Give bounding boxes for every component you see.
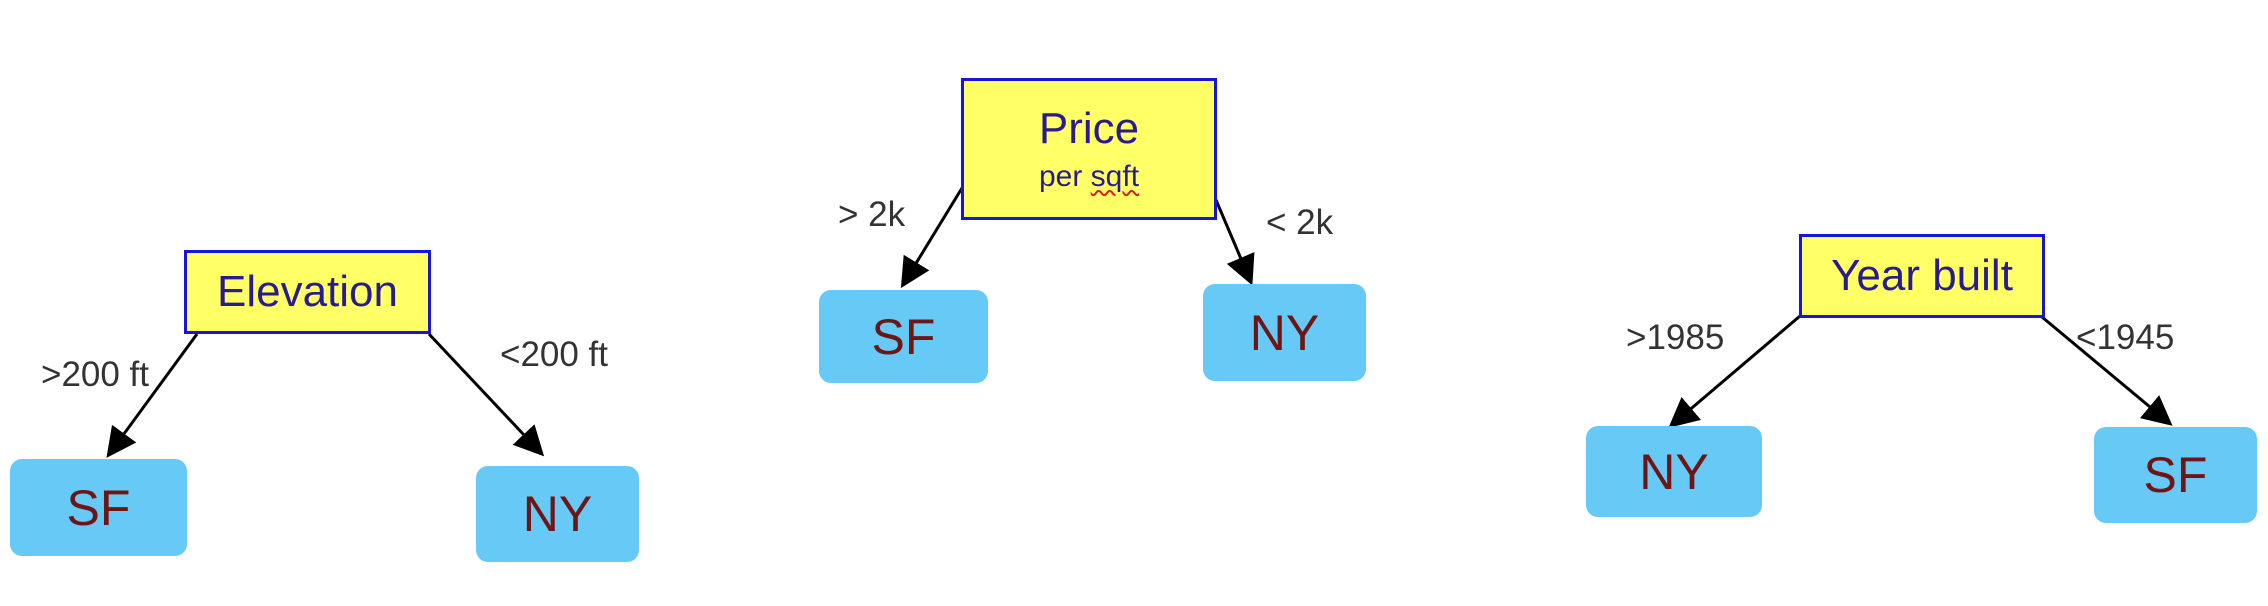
branch-condition-label: <200 ft — [500, 335, 609, 374]
edge-price-to-ny — [1214, 199, 1255, 286]
leaf-node-sf: SF — [10, 459, 187, 556]
branch-condition-label: <1945 — [2076, 318, 2175, 357]
sublabel-prefix: per — [1038, 159, 1091, 193]
decision-node-price: Price per sqft — [961, 78, 1217, 220]
edge-elevation-to-sf — [106, 333, 199, 458]
branch-condition-label: > 2k — [838, 195, 906, 234]
branch-condition-label: >1985 — [1626, 318, 1725, 357]
leaf-node-ny: NY — [476, 466, 639, 562]
leaf-node-label: NY — [1249, 304, 1320, 361]
leaf-node-ny: NY — [1203, 284, 1366, 381]
decision-node-sublabel: per sqft — [1039, 160, 1139, 193]
leaf-node-label: NY — [1639, 443, 1709, 500]
sublabel-flagged-word: sqft — [1090, 159, 1140, 193]
decision-node-label: Year built — [1831, 250, 2013, 300]
decision-node-label: Elevation — [216, 266, 398, 316]
decision-node-year-built: Year built — [1799, 234, 2045, 318]
leaf-node-sf: SF — [2094, 427, 2257, 523]
leaf-node-label: NY — [522, 486, 593, 542]
leaf-node-sf: SF — [819, 290, 988, 383]
leaf-node-label: SF — [66, 479, 131, 536]
edge-elevation-to-ny — [427, 332, 545, 457]
branch-condition-label: >200 ft — [41, 355, 150, 394]
edge-year-built-to-sf — [2041, 315, 2173, 426]
edge-price-to-sf — [900, 187, 964, 289]
leaf-node-label: SF — [2143, 447, 2208, 503]
branch-condition-label: < 2k — [1266, 203, 1334, 242]
edge-year-built-to-ny — [1668, 314, 1801, 428]
decision-node-label: Price — [1038, 104, 1140, 154]
leaf-node-label: SF — [871, 308, 936, 365]
leaf-node-ny: NY — [1586, 426, 1762, 517]
decision-node-elevation: Elevation — [184, 250, 431, 334]
